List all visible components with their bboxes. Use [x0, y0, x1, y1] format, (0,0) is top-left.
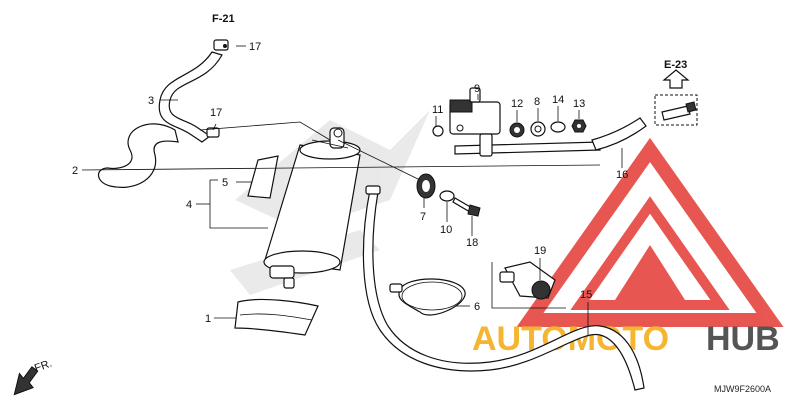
callout-3: 3 — [148, 95, 154, 107]
front-direction-arrow-icon — [13, 366, 39, 396]
drain-hose-15 — [362, 185, 645, 391]
ref-f21: F-21 — [212, 13, 235, 25]
diagram-code: MJW9F2600A — [714, 384, 771, 394]
hose-3 — [158, 51, 223, 143]
ref-e23: E-23 — [664, 59, 687, 71]
canister-band-1 — [234, 298, 319, 336]
automotohub-triangle-logo — [516, 137, 784, 327]
collar-12 — [509, 122, 525, 138]
bolt-18 — [452, 197, 481, 217]
callout-8: 8 — [534, 96, 540, 108]
clip-17-top — [213, 39, 229, 51]
leader-lines — [81, 45, 623, 336]
callout-10: 10 — [440, 224, 452, 236]
callout-18: 18 — [466, 237, 478, 249]
callout-17-middle: 17 — [210, 107, 222, 119]
callout-5: 5 — [222, 177, 228, 189]
callout-11: 11 — [432, 104, 443, 116]
washer-10 — [439, 190, 455, 202]
callout-19: 19 — [534, 245, 546, 257]
callout-12: 12 — [511, 98, 523, 110]
callout-2: 2 — [72, 165, 78, 177]
grommet-11 — [432, 125, 444, 137]
washer-14 — [550, 121, 566, 133]
callout-15: 15 — [580, 289, 592, 301]
callout-14: 14 — [552, 94, 564, 106]
washer-8 — [530, 121, 546, 137]
evap-canister — [263, 127, 361, 289]
rubber-pad-5 — [247, 155, 279, 199]
grommet-7 — [416, 173, 436, 199]
nut-13 — [571, 119, 587, 133]
callout-1: 1 — [205, 313, 211, 325]
callout-17-top: 17 — [249, 41, 261, 53]
clip-17-middle — [206, 127, 220, 138]
callout-16: 16 — [616, 169, 628, 181]
watermark-right: HUB — [706, 320, 780, 358]
e23-arrow-icon — [662, 69, 690, 89]
callout-6: 6 — [474, 301, 480, 313]
callout-4: 4 — [186, 199, 192, 211]
e23-connector — [654, 94, 698, 126]
joint-9 — [449, 87, 501, 157]
valve-19 — [491, 261, 566, 309]
callout-9: 9 — [474, 83, 480, 95]
hose-2 — [97, 123, 179, 188]
front-direction-label: FR. — [33, 357, 54, 374]
automotohub-wordmark: AUTOMOTO HUB — [472, 320, 780, 358]
callout-13: 13 — [573, 98, 585, 110]
hose-clamp-6 — [389, 278, 466, 316]
callout-7: 7 — [420, 211, 426, 223]
